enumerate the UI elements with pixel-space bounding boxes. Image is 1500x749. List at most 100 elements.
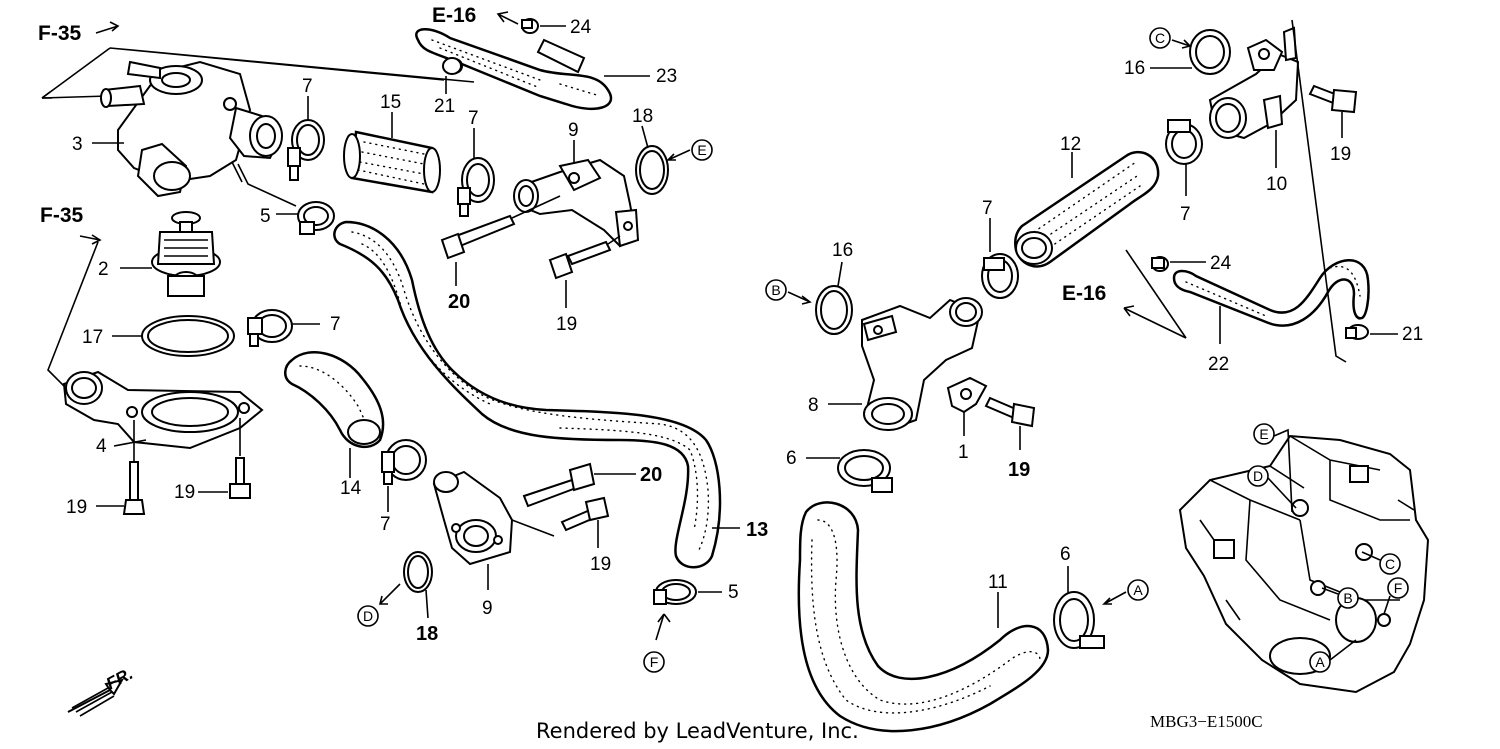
arrow-icon (378, 583, 401, 605)
callout-24a: 24 (570, 17, 592, 38)
leader-line (41, 47, 475, 99)
part-19-bolt-e[interactable] (984, 396, 1036, 428)
ref-c-circle-top[interactable]: C (1149, 27, 1192, 49)
part-9-outlet-upper[interactable] (513, 158, 640, 248)
svg-text:E: E (697, 142, 706, 158)
callout-20a: 20 (448, 291, 470, 313)
part-6-clamp-b[interactable] (1053, 591, 1105, 649)
part-8-water-joint[interactable] (861, 297, 983, 432)
callout-10: 10 (1266, 174, 1287, 195)
part-14-hose[interactable] (284, 351, 385, 449)
leader-line (1273, 428, 1293, 513)
part-11-hose[interactable] (797, 501, 1050, 733)
part-20-bolt-b[interactable] (522, 462, 596, 508)
part-19-bolt-f[interactable] (1308, 84, 1358, 114)
callout-12: 12 (1060, 134, 1081, 155)
part-7-clamp-f[interactable] (1165, 119, 1203, 165)
part-7-clamp-b[interactable] (457, 157, 495, 217)
part-5-clamp-a[interactable] (297, 201, 335, 235)
leader-line (1329, 639, 1357, 661)
part-1-bracket[interactable] (946, 376, 988, 414)
ref-e16-right-label: E-16 (1062, 282, 1106, 305)
part-22-hose[interactable] (1172, 259, 1370, 327)
ref-d-circle-left[interactable]: D (357, 583, 401, 627)
leader-line (511, 195, 561, 219)
front-label: FR. (103, 664, 136, 694)
callout-7b: 7 (468, 108, 479, 129)
svg-text:A: A (1315, 654, 1325, 670)
callout-5a: 5 (260, 206, 271, 227)
arrow-icon (1102, 591, 1127, 605)
part-3-thermostat-housing[interactable] (100, 60, 283, 198)
ref-f35-top-label: F-35 (38, 22, 82, 45)
callout-19b: 19 (174, 482, 195, 503)
part-17-o-ring[interactable] (141, 315, 235, 357)
part-20-bolt-a[interactable] (440, 214, 516, 260)
arrow-icon (666, 149, 691, 161)
callout-21b: 21 (1402, 324, 1423, 345)
callout-16a: 16 (832, 240, 853, 261)
callout-7f: 7 (1180, 204, 1191, 225)
part-21-clip-b[interactable] (1345, 324, 1369, 340)
callout-7a: 7 (302, 76, 313, 97)
svg-text:C: C (1385, 556, 1395, 572)
ref-f35-mid-label: F-35 (40, 204, 84, 227)
part-10-outlet-right[interactable] (1208, 26, 1300, 140)
svg-text:C: C (1155, 30, 1165, 46)
part-18-o-ring-b[interactable] (403, 551, 433, 593)
part-19-bolt-c[interactable] (548, 240, 612, 280)
part-19-bolt-b[interactable] (229, 457, 251, 499)
ref-b-circle-mid[interactable]: B (765, 279, 812, 305)
part-15-hose[interactable] (343, 130, 441, 194)
part-21-clip-a[interactable] (442, 57, 462, 75)
svg-text:B: B (771, 282, 780, 298)
callout-20b: 20 (640, 464, 662, 486)
part-9-outlet-lower[interactable] (432, 470, 514, 566)
part-4-thermostat-cover[interactable] (62, 370, 264, 450)
leader-line (1125, 249, 1187, 339)
part-18-o-ring-a[interactable] (635, 145, 669, 195)
ref-e16-top[interactable]: E-16 (432, 4, 519, 27)
part-7-clamp-d[interactable] (381, 439, 427, 485)
callout-7d: 7 (380, 514, 391, 535)
leader-line (511, 519, 555, 537)
arrow-icon (655, 613, 671, 641)
ref-f-circle-bottom[interactable]: F (643, 613, 671, 673)
callout-1: 1 (958, 442, 969, 463)
part-16-o-ring-b[interactable] (1189, 29, 1231, 75)
part-16-o-ring-a[interactable] (815, 285, 853, 335)
callout-8: 8 (808, 395, 819, 416)
callout-6a: 6 (786, 448, 797, 469)
callout-19c: 19 (556, 314, 577, 335)
part-6-clamp-a[interactable] (837, 449, 893, 493)
callout-19d: 19 (590, 554, 611, 575)
arrow-icon (79, 234, 102, 245)
ref-e16-right[interactable]: E-16 (1062, 249, 1187, 339)
ref-e-circle-top[interactable]: E (666, 139, 713, 161)
callout-18b: 18 (416, 623, 438, 645)
callout-24b: 24 (1210, 253, 1232, 274)
callout-19e: 19 (1008, 459, 1030, 481)
part-19-bolt-a[interactable] (122, 461, 146, 515)
part-2-thermostat[interactable] (151, 211, 221, 297)
callout-3: 3 (72, 134, 83, 155)
svg-text:D: D (1253, 468, 1263, 484)
part-5-clamp-b[interactable] (653, 579, 697, 605)
callout-15: 15 (380, 92, 401, 113)
part-19-bolt-d[interactable] (560, 496, 610, 532)
arrow-icon (1171, 39, 1192, 49)
ref-f35-mid[interactable]: F-35 (40, 204, 102, 393)
part-24-clip-a[interactable] (521, 18, 539, 34)
ref-f35-top[interactable]: F-35 (38, 21, 475, 99)
callout-18a: 18 (632, 106, 653, 127)
part-7-clamp-a[interactable] (287, 119, 325, 181)
part-7-clamp-e[interactable] (981, 253, 1019, 299)
part-13-hose[interactable] (333, 220, 722, 569)
front-direction-marker: FR. (67, 664, 136, 717)
callout-7e: 7 (982, 198, 993, 219)
ref-a-circle-mid[interactable]: A (1102, 579, 1149, 605)
ref-e16-top-label: E-16 (432, 4, 476, 27)
part-24-clip-b[interactable] (1151, 256, 1169, 272)
part-7-clamp-c[interactable] (247, 309, 293, 347)
part-12-hose[interactable] (1014, 150, 1160, 268)
